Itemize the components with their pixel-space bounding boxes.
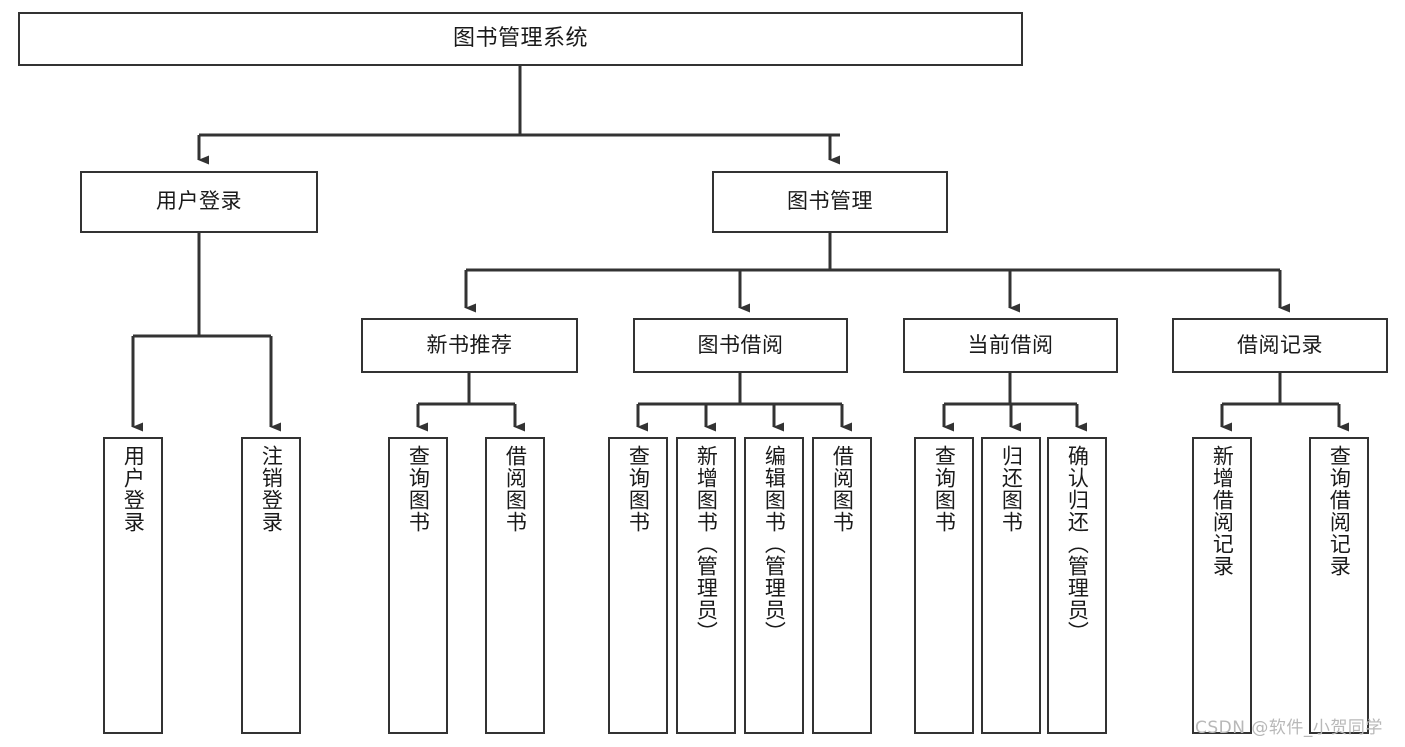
- node-leaf-add-record-label: 新增借阅记录: [1210, 445, 1235, 577]
- node-leaf-borrow-book-2-label: 借阅图书: [830, 445, 855, 533]
- node-leaf-return-book[interactable]: 归还图书: [981, 437, 1041, 734]
- node-leaf-query-record-label: 查询借阅记录: [1327, 445, 1352, 577]
- csdn-watermark: CSDN @软件_小贺同学: [1195, 718, 1383, 738]
- node-book-manage[interactable]: 图书管理: [712, 171, 948, 233]
- node-leaf-query-record[interactable]: 查询借阅记录: [1309, 437, 1369, 734]
- node-new-book-recommend-label: 新书推荐: [426, 332, 513, 357]
- node-leaf-query-book-1-label: 查询图书: [406, 445, 431, 533]
- node-new-book-recommend[interactable]: 新书推荐: [361, 318, 578, 373]
- node-book-borrow[interactable]: 图书借阅: [633, 318, 848, 373]
- node-leaf-query-book-2[interactable]: 查询图书: [608, 437, 668, 734]
- node-book-manage-label: 图书管理: [787, 189, 873, 214]
- node-leaf-edit-book-label: 编辑图书（管理员）: [762, 445, 787, 643]
- node-current-borrow[interactable]: 当前借阅: [903, 318, 1118, 373]
- node-leaf-borrow-book-2[interactable]: 借阅图书: [812, 437, 872, 734]
- node-leaf-logout-label: 注销登录: [259, 445, 284, 533]
- node-leaf-query-book-2-label: 查询图书: [626, 445, 651, 533]
- node-leaf-edit-book[interactable]: 编辑图书（管理员）: [744, 437, 804, 734]
- node-leaf-user-login[interactable]: 用户登录: [103, 437, 163, 734]
- node-user-login[interactable]: 用户登录: [80, 171, 318, 233]
- node-root-label: 图书管理系统: [452, 26, 588, 52]
- node-leaf-add-record[interactable]: 新增借阅记录: [1192, 437, 1252, 734]
- node-current-borrow-label: 当前借阅: [967, 332, 1054, 357]
- node-borrow-record[interactable]: 借阅记录: [1172, 318, 1388, 373]
- node-leaf-user-login-label: 用户登录: [121, 445, 146, 533]
- node-leaf-return-book-label: 归还图书: [999, 445, 1024, 533]
- node-leaf-confirm-return-label: 确认归还（管理员）: [1065, 445, 1090, 643]
- node-leaf-add-book-label: 新增图书（管理员）: [694, 445, 719, 643]
- node-leaf-borrow-book-1-label: 借阅图书: [503, 445, 528, 533]
- node-leaf-borrow-book-1[interactable]: 借阅图书: [485, 437, 545, 734]
- node-leaf-query-book-3[interactable]: 查询图书: [914, 437, 974, 734]
- node-leaf-add-book[interactable]: 新增图书（管理员）: [676, 437, 736, 734]
- node-user-login-label: 用户登录: [156, 189, 242, 214]
- node-root[interactable]: 图书管理系统: [18, 12, 1023, 66]
- node-leaf-query-book-1[interactable]: 查询图书: [388, 437, 448, 734]
- node-book-borrow-label: 图书借阅: [697, 332, 784, 357]
- node-leaf-query-book-3-label: 查询图书: [932, 445, 957, 533]
- node-leaf-logout[interactable]: 注销登录: [241, 437, 301, 734]
- node-leaf-confirm-return[interactable]: 确认归还（管理员）: [1047, 437, 1107, 734]
- node-borrow-record-label: 借阅记录: [1237, 332, 1323, 357]
